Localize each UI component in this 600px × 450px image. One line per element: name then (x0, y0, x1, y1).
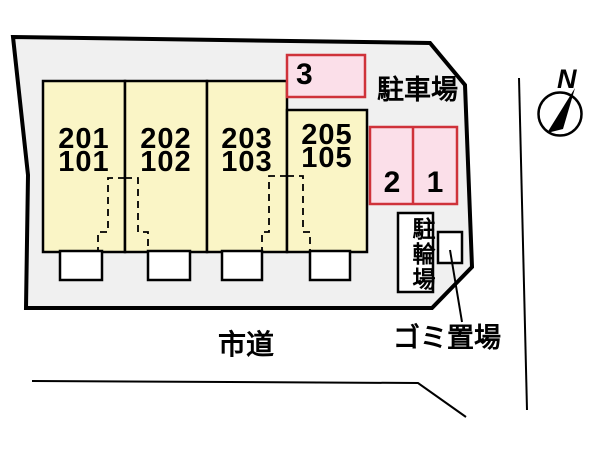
entrance-dashed-outline (125, 177, 149, 251)
road-edge-right (518, 77, 528, 411)
porch-shape (308, 249, 352, 282)
entrance-dashed-outline (97, 177, 125, 251)
parking-stall-3-label: 3 (296, 58, 313, 91)
garbage-leader-line (449, 249, 463, 323)
entrance-dashed-outline (261, 175, 287, 251)
parking-stall-2-label: 2 (383, 166, 401, 199)
road-edge-bottom (31, 380, 467, 418)
bicycle-parking-label: 駐輪場 (409, 217, 435, 292)
garbage-area-label: ゴミ置場 (393, 323, 501, 353)
parking-stall-3-shape (285, 53, 367, 99)
unit-label-205-105: 205 105 (301, 119, 353, 174)
parking-area-label: 駐車場 (377, 75, 458, 105)
city-road-label: 市道 (218, 329, 275, 360)
compass-north-label: N (557, 64, 577, 94)
compass-needle-icon (547, 88, 575, 133)
building-203-shape (205, 79, 289, 254)
porch-shape (146, 249, 192, 282)
porch-shape (220, 249, 264, 282)
unit-label-203-103: 203 103 (221, 123, 273, 178)
building-205-shape (285, 108, 369, 254)
bicycle-parking-box (396, 211, 435, 294)
entrance-dashed-outline (287, 175, 311, 251)
parking-stall-1-label: 1 (426, 166, 444, 199)
unit-label-201-101: 201 101 (58, 123, 110, 178)
unit-label-202-102: 202 102 (140, 123, 192, 178)
garbage-area-box (436, 230, 464, 265)
porch-shape (58, 249, 104, 282)
